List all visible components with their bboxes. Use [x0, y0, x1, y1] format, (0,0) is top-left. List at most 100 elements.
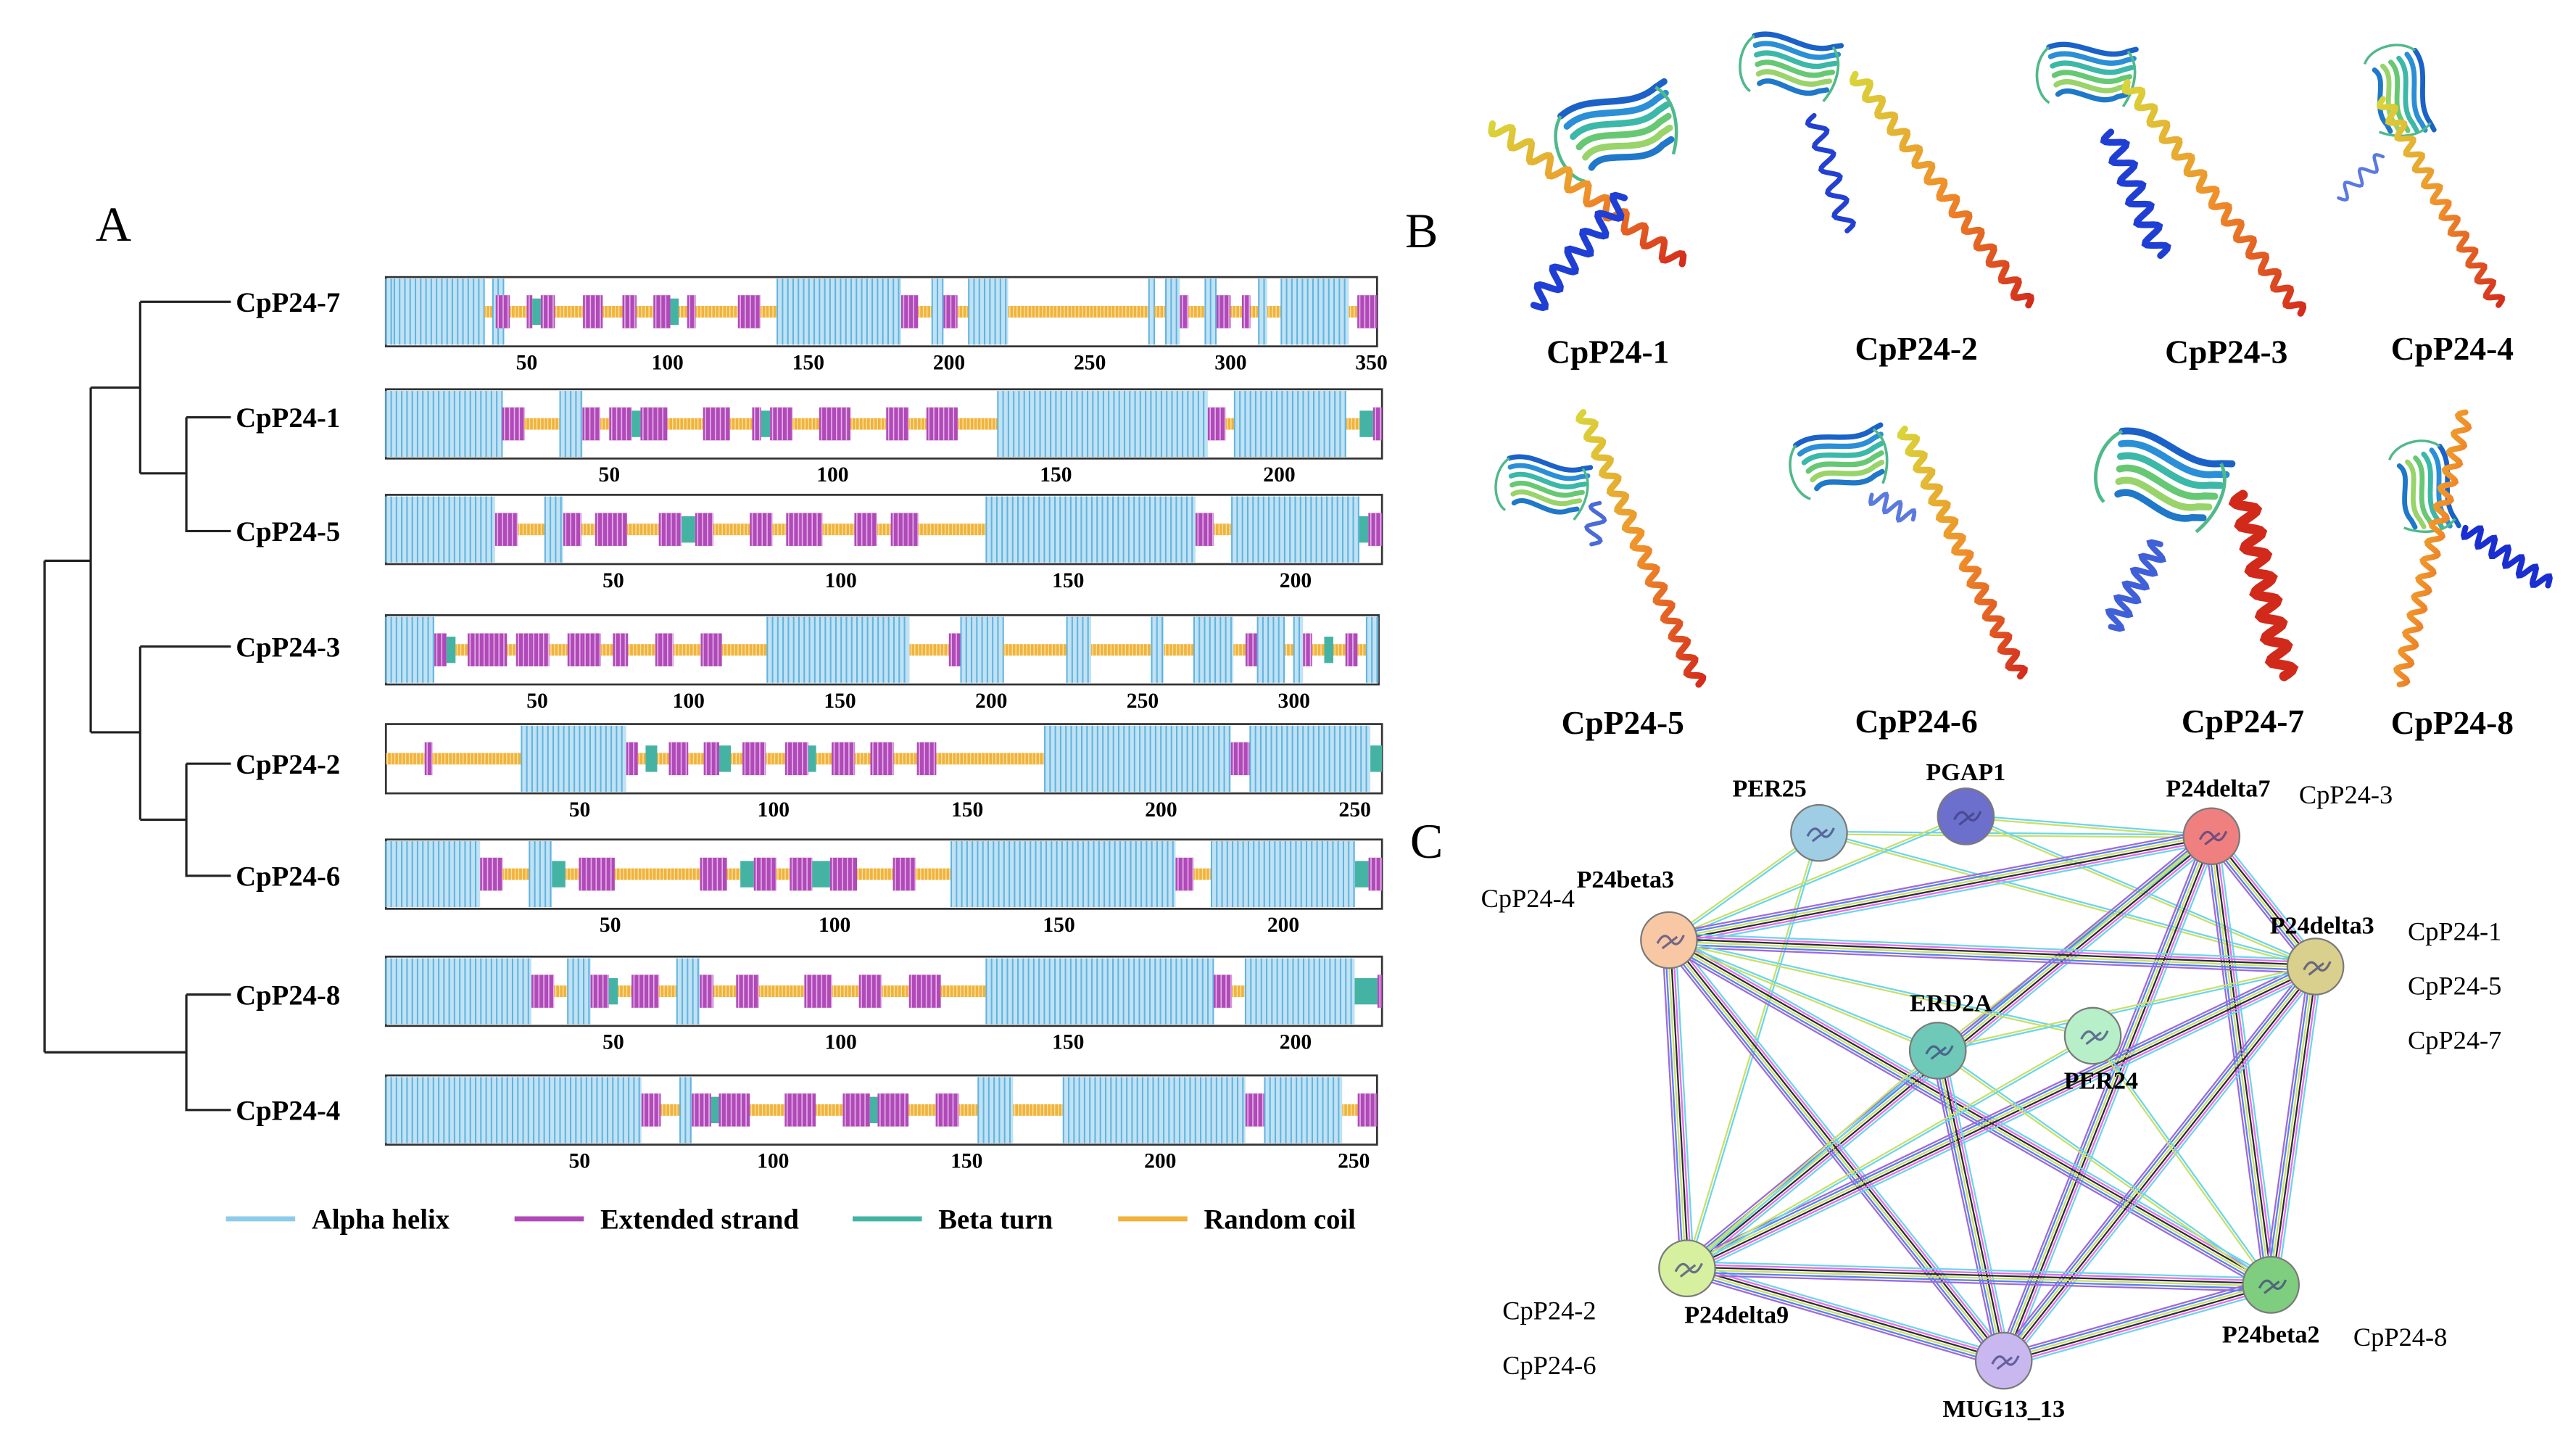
helix-ribbon: [1583, 500, 1607, 547]
beta-strand: [1805, 450, 1884, 474]
legend-label: Alpha helix: [312, 1205, 450, 1236]
node-circle: [2242, 1256, 2300, 1314]
edge-per24-p24beta2: [2091, 1034, 2273, 1286]
strand-segment: [631, 975, 659, 1008]
axis-tick-label: 200: [1144, 1149, 1176, 1172]
strand-segment: [595, 513, 627, 546]
edge-strand: [2005, 1290, 2273, 1368]
beta-strand: [2116, 464, 2219, 500]
edge-strand: [1938, 1048, 2272, 1285]
edge-strand: [2277, 967, 2323, 1286]
protein-model-8: [2388, 409, 2553, 687]
edge-strand: [2002, 965, 2316, 1361]
beta-sheet: [2094, 427, 2236, 534]
beta-strand: [2055, 88, 2129, 103]
ortholog-label: CpP24-7: [2408, 1026, 2501, 1055]
coil-segment: [918, 305, 932, 318]
helix-segment: [386, 278, 394, 345]
helix-segment: [1234, 391, 1346, 458]
edge-strand: [1661, 940, 1682, 1269]
helix-segment: [1257, 616, 1285, 683]
edge-strand: [1669, 932, 2316, 961]
node-p24beta3: [1640, 911, 1698, 969]
axis-tick-label: 100: [758, 798, 790, 822]
strand-segment: [1230, 742, 1251, 776]
coil-segment: [940, 985, 987, 998]
edge-strand: [1686, 1274, 2271, 1293]
node-circle: [2063, 1006, 2122, 1065]
edge-strand: [1930, 1051, 1998, 1362]
strand-segment: [753, 857, 776, 891]
coil-segment: [726, 868, 741, 880]
edge-strand: [1662, 943, 2000, 1365]
edge-erd2a-p24delta9: [1686, 1048, 1939, 1270]
helix-segment: [1264, 1077, 1343, 1143]
axis-tick-label: 150: [951, 798, 983, 822]
node-p24delta9: [1658, 1239, 1716, 1298]
legend-item-h: Alpha helix: [225, 1205, 450, 1236]
edge-p24delta3-erd2a: [1937, 964, 2316, 1053]
coil-segment: [484, 305, 493, 318]
axis-tick-label: 200: [933, 352, 965, 375]
edge-strand: [1943, 1048, 2011, 1360]
axis-tick-label: 50: [602, 1031, 624, 1054]
coil-segment: [673, 644, 701, 656]
coil-segment: [695, 305, 738, 318]
node-circle: [1974, 1331, 2033, 1390]
beta-strand: [2116, 452, 2224, 489]
edge-strand: [1669, 938, 2272, 1285]
edge-strand: [1670, 842, 2213, 948]
axis-tick-label: 200: [1280, 569, 1312, 592]
edge-strand: [1673, 935, 2010, 1357]
edge-strand: [1935, 1051, 2004, 1362]
strand-segment: [1368, 513, 1383, 546]
turn-segment: [711, 1096, 719, 1124]
track-label: CpP24-8: [236, 980, 340, 1011]
helix-ribbon: [2337, 153, 2385, 202]
coil-segment: [507, 644, 516, 656]
beta-strand: [2405, 459, 2427, 529]
axis-tick-label: 50: [569, 798, 591, 822]
node-structure-icon: [2198, 830, 2228, 845]
beta-strand: [2115, 476, 2213, 511]
node-structure-icon: [2258, 1279, 2287, 1294]
node-pgap1: [1937, 787, 1995, 845]
edge-strand: [2000, 963, 2314, 1359]
coil-segment: [600, 418, 610, 430]
turn-segment: [1355, 861, 1369, 888]
axis-tick-label: 100: [651, 352, 683, 375]
beta-strand: [1510, 489, 1583, 506]
node-label: P24beta3: [1577, 866, 1675, 893]
node-structure-icon: [1953, 811, 1982, 826]
edge-strand: [1672, 940, 1692, 1268]
beta-strand: [1755, 59, 1836, 78]
edge-strand: [2001, 1278, 2270, 1355]
structure-label: CpP24-2: [1855, 330, 1977, 367]
edge-p24beta2-mug13_13: [2001, 1278, 2273, 1368]
edge-strand: [1669, 816, 1967, 943]
protein-model-7: [2094, 427, 2299, 682]
axis-tick-label: 200: [975, 690, 1007, 713]
coil-segment: [679, 305, 687, 318]
node-label: PGAP1: [1926, 759, 2005, 786]
beta-strand: [2396, 55, 2419, 133]
beta-strand: [1793, 422, 1884, 448]
node-label: ERD2A: [1910, 990, 1992, 1017]
strand-segment: [502, 407, 525, 441]
helix-segment: [767, 616, 910, 683]
helix-ribbon: [2393, 409, 2472, 687]
edge-strand: [1687, 1260, 2271, 1279]
strand-segment: [935, 1093, 959, 1127]
protein-model-4: [2337, 44, 2505, 308]
edge-strand: [1933, 1051, 2001, 1362]
node-structure-icon: [1806, 827, 1835, 843]
axis-tick-label: 150: [792, 352, 824, 375]
node-circle: [1908, 1022, 1967, 1080]
edge-strand: [1665, 942, 2002, 1364]
coil-segment: [721, 644, 768, 656]
ortholog-label: CpP24-3: [2299, 780, 2393, 809]
helix-ribbon: [1868, 492, 1917, 523]
coil-segment: [758, 985, 805, 998]
turn-segment: [808, 745, 816, 772]
